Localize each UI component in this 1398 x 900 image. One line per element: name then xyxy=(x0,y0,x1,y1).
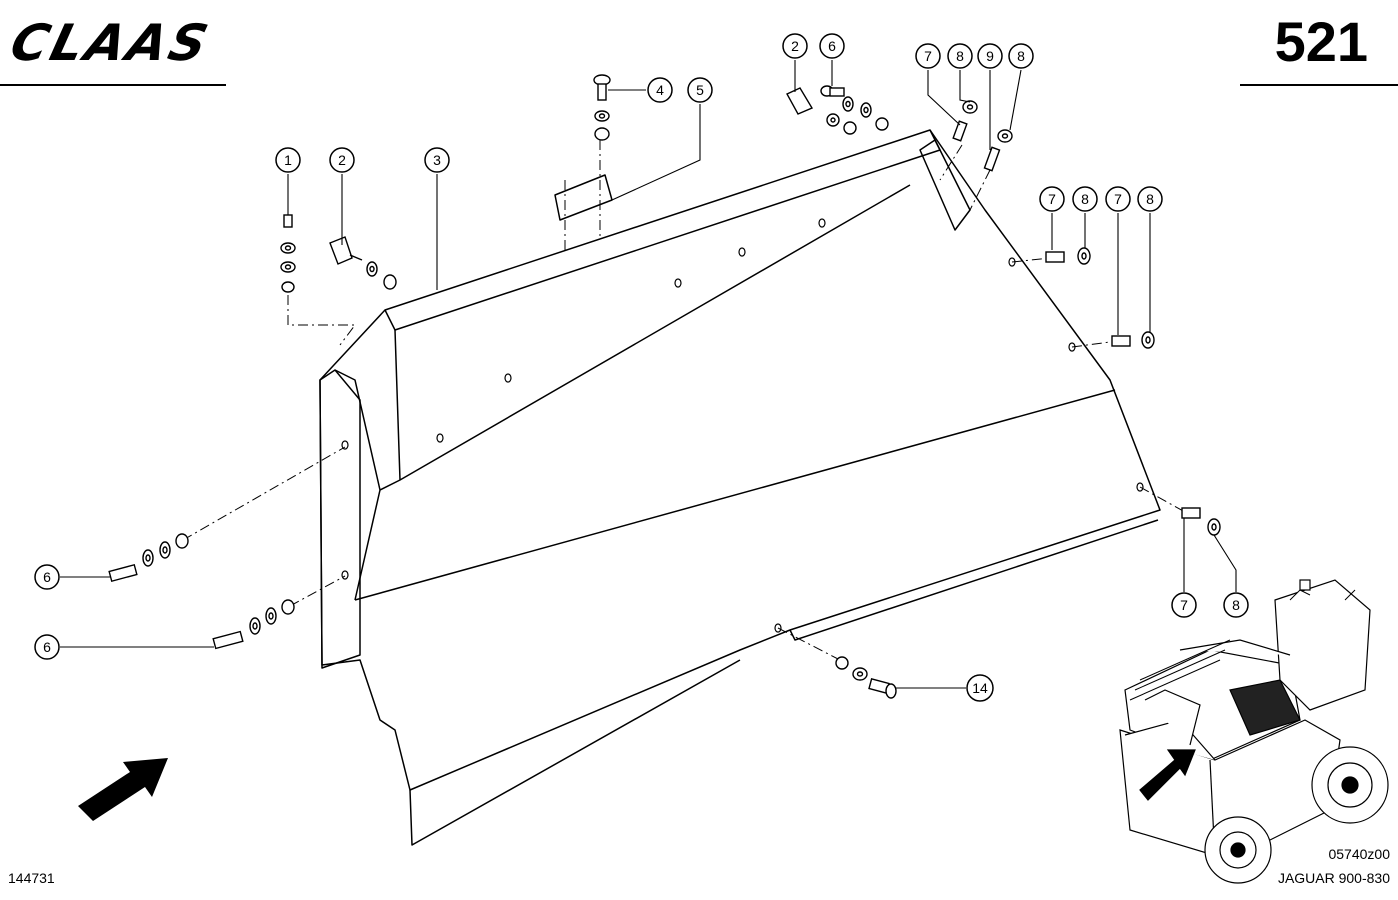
svg-text:8: 8 xyxy=(1232,597,1240,613)
svg-text:7: 7 xyxy=(1048,191,1056,207)
svg-text:2: 2 xyxy=(791,38,799,54)
svg-text:8: 8 xyxy=(956,48,964,64)
callout-7: 7 xyxy=(1171,592,1197,618)
panel-right-lip xyxy=(789,519,1159,641)
deflector-panel xyxy=(319,129,1161,791)
callout-4: 4 xyxy=(647,77,673,103)
callout-6: 6 xyxy=(34,634,60,660)
top-bracket-plate xyxy=(554,174,613,221)
svg-text:8: 8 xyxy=(1146,191,1154,207)
callout-8: 8 xyxy=(1008,43,1034,69)
page-number: 521 xyxy=(1274,10,1368,73)
callout-8: 8 xyxy=(947,43,973,69)
drawing-code: 144731 xyxy=(8,870,55,886)
callout-6: 6 xyxy=(34,564,60,590)
callout-8: 8 xyxy=(1137,186,1163,212)
panel-crease-lower xyxy=(354,389,1116,601)
svg-text:1: 1 xyxy=(284,152,292,168)
callout-2: 2 xyxy=(329,147,355,173)
callout-7: 7 xyxy=(915,43,941,69)
header-rule-right xyxy=(1240,84,1398,86)
panel-crease-upper xyxy=(399,184,911,481)
front-bracket-inner xyxy=(334,369,381,601)
callout-2: 2 xyxy=(782,33,808,59)
svg-text:3: 3 xyxy=(433,152,441,168)
callout-6: 6 xyxy=(819,33,845,59)
panel-top-flange xyxy=(384,129,941,331)
svg-text:2: 2 xyxy=(338,152,346,168)
svg-text:5: 5 xyxy=(696,82,704,98)
callout-8: 8 xyxy=(1223,592,1249,618)
callout-3: 3 xyxy=(424,147,450,173)
svg-text:6: 6 xyxy=(43,639,51,655)
callout-7: 7 xyxy=(1039,186,1065,212)
model-label: JAGUAR 900-830 xyxy=(1277,870,1390,886)
callout-8: 8 xyxy=(1072,186,1098,212)
panel-lower-lip xyxy=(409,659,741,846)
front-bracket xyxy=(319,369,361,669)
image-code: 05740z00 xyxy=(1328,846,1390,862)
svg-text:14: 14 xyxy=(972,680,988,696)
svg-text:6: 6 xyxy=(828,38,836,54)
svg-text:7: 7 xyxy=(924,48,932,64)
svg-text:8: 8 xyxy=(1017,48,1025,64)
forage-harvester-icon xyxy=(1119,579,1389,884)
direction-arrow-icon xyxy=(78,758,168,821)
callout-1: 1 xyxy=(275,147,301,173)
svg-text:6: 6 xyxy=(43,569,51,585)
callout-5: 5 xyxy=(687,77,713,103)
svg-text:7: 7 xyxy=(1114,191,1122,207)
svg-text:7: 7 xyxy=(1180,597,1188,613)
panel-front-edge xyxy=(379,329,401,491)
svg-text:9: 9 xyxy=(986,48,994,64)
svg-text:4: 4 xyxy=(656,82,664,98)
callout-14: 14 xyxy=(966,674,994,702)
header-rule-left xyxy=(0,84,226,86)
callout-7: 7 xyxy=(1105,186,1131,212)
callout-9: 9 xyxy=(977,43,1003,69)
svg-text:8: 8 xyxy=(1081,191,1089,207)
